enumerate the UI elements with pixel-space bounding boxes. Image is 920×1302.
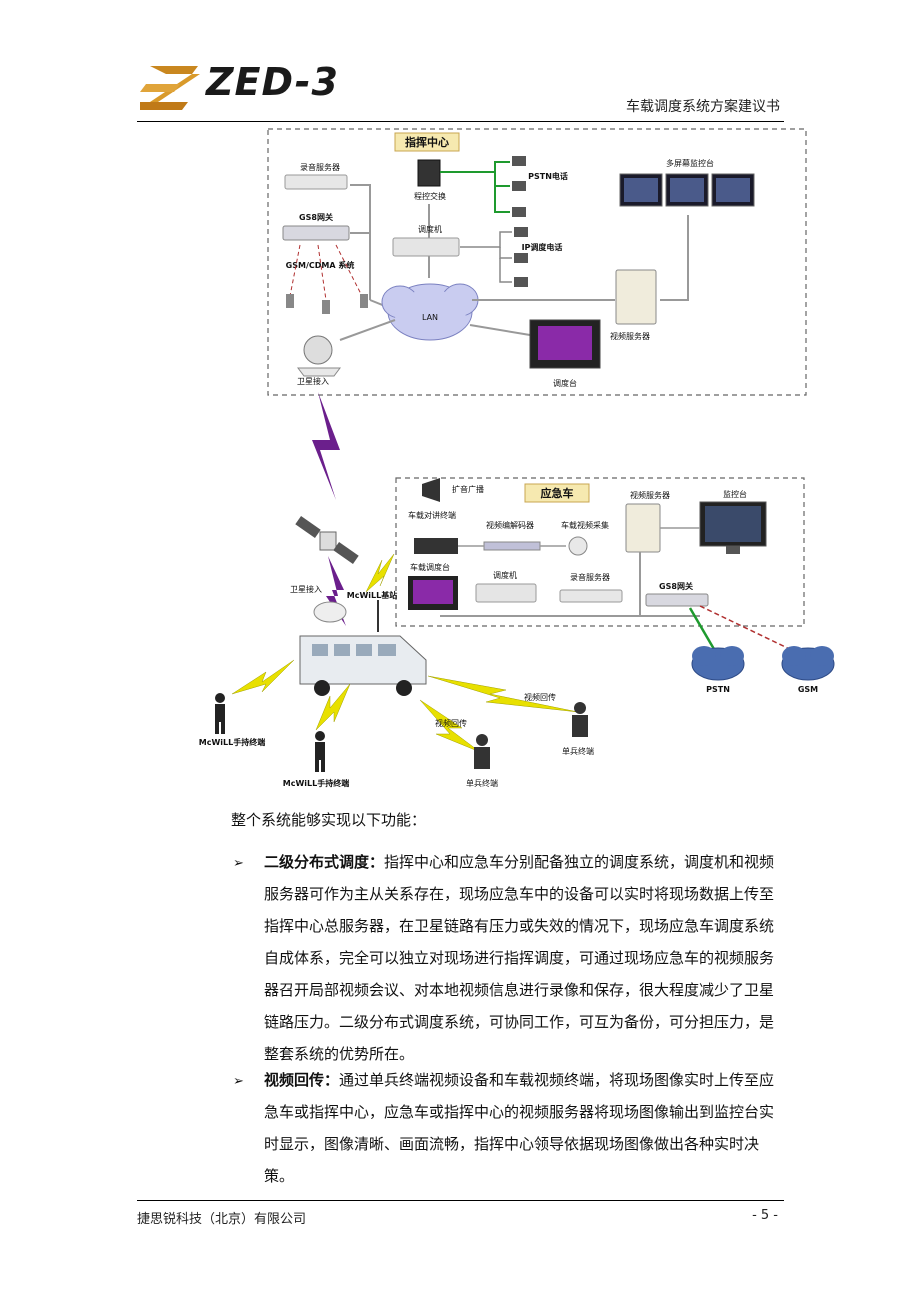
ev-recording-server-label: 录音服务器 xyxy=(570,572,610,582)
bullet-text: 指挥中心和应急车分别配备独立的调度系统，调度机和视频服务器可作为主从关系存在，现… xyxy=(264,853,775,1063)
video-server-icon xyxy=(615,269,657,325)
pstn-cloud-icon xyxy=(691,646,745,681)
emergency-vehicle-title-box xyxy=(524,483,590,503)
company-logo xyxy=(140,66,200,110)
mcwill-handset-label-2: McWiLL手持终端 xyxy=(283,778,349,788)
cc-multi-screen-label: 多屏幕监控台 xyxy=(666,158,714,168)
multi-screen-monitor-icon xyxy=(619,173,755,207)
wireless-bolt-handset-1 xyxy=(231,659,295,695)
mcwill-base-label: McWiLL基站 xyxy=(347,590,397,600)
bullet-item-video-return: 视频回传：通过单兵终端视频设备和车载视频终端，将现场图像实时上传至应急车或指挥中… xyxy=(264,1064,784,1192)
gsm-label: GSM xyxy=(798,685,818,694)
ev-monitor-icon xyxy=(699,501,767,554)
codec-icon xyxy=(483,541,541,551)
loudspeaker-icon xyxy=(422,478,440,502)
document-title: 车载调度系统方案建议书 xyxy=(626,99,780,115)
field-satellite-access-label: 卫星接入 xyxy=(290,584,322,594)
mobile-phone-icon xyxy=(322,300,330,314)
bullet-arrow-icon: ➢ xyxy=(233,856,244,871)
ev-video-server-icon xyxy=(625,503,661,553)
cc-recording-server-label: 录音服务器 xyxy=(300,162,340,172)
intercom-icon xyxy=(414,538,458,554)
footer-company: 捷思锐科技（北京）有限公司 xyxy=(137,1212,307,1227)
lan-label: LAN xyxy=(422,313,438,322)
ip-phone-icon xyxy=(514,253,528,263)
soldier-label-2: 单兵终端 xyxy=(562,746,594,756)
ev-video-capture-label: 车载视频采集 xyxy=(561,520,609,530)
ev-console-icon xyxy=(408,576,458,610)
wireless-bolt-handset-2 xyxy=(315,683,351,731)
lan-cloud-icon xyxy=(381,283,479,341)
dispatch-console-icon xyxy=(529,319,601,369)
bullet-arrow-icon: ➢ xyxy=(233,1074,244,1089)
vehicle-satellite-bolt xyxy=(326,556,346,626)
cc-ip-phone-label: IP调度电话 xyxy=(522,242,563,252)
page-number: - 5 - xyxy=(752,1208,778,1223)
recording-server-icon xyxy=(284,174,348,190)
command-center-boundary xyxy=(267,128,807,396)
handset-user-icon xyxy=(315,731,325,772)
ev-dispatcher-icon xyxy=(475,583,537,603)
emergency-vehicle-icon xyxy=(299,600,427,696)
ev-video-server-label: 视频服务器 xyxy=(630,490,670,500)
video-return-label-1: 视频回传 xyxy=(435,718,467,728)
bullet-item-distributed-dispatch: 二级分布式调度：指挥中心和应急车分别配备独立的调度系统，调度机和视频服务器可作为… xyxy=(264,846,784,1070)
ip-phone-icon xyxy=(514,227,528,237)
header-divider xyxy=(137,121,784,122)
soldier-terminal-icon xyxy=(474,734,490,769)
ev-console-label: 车载调度台 xyxy=(410,562,450,572)
phone-icon xyxy=(512,156,526,166)
bullet-term: 二级分布式调度： xyxy=(264,853,385,871)
cc-pstn-phone-label: PSTN电话 xyxy=(528,171,568,181)
mcwill-base-bolt xyxy=(365,553,395,593)
ev-codec-label: 视频编解码器 xyxy=(486,520,534,530)
satellite-link-bolt xyxy=(312,392,340,500)
cc-video-server-label: 视频服务器 xyxy=(610,331,650,341)
pstn-label: PSTN xyxy=(706,685,730,694)
cc-dispatcher-label: 调度机 xyxy=(418,224,442,234)
intro-paragraph: 整个系统能够实现以下功能： xyxy=(231,811,427,829)
command-center-title-box xyxy=(394,132,460,152)
system-architecture-diagram: 指挥中心 录音服务器 GS8网关 GSM/CDMA 系统 程控交换 PSTN电话… xyxy=(199,128,835,788)
soldier-terminal-icon xyxy=(572,702,588,737)
phone-icon xyxy=(512,181,526,191)
ev-intercom-label: 车载对讲终端 xyxy=(408,510,456,520)
camera-icon xyxy=(568,536,588,556)
command-center-title: 指挥中心 xyxy=(405,135,449,149)
ev-loudspeaker-label: 扩音广播 xyxy=(452,484,484,494)
logo-wordmark: ZED-3 xyxy=(206,60,339,104)
cc-satellite-access-label: 卫星接入 xyxy=(297,376,329,386)
dispatcher-icon xyxy=(392,237,460,257)
satellite-dish-icon xyxy=(297,335,341,377)
emergency-vehicle-boundary xyxy=(395,477,805,627)
ev-recording-server-icon xyxy=(559,589,623,603)
gsm-cloud-icon xyxy=(781,646,835,681)
emergency-vehicle-title: 应急车 xyxy=(541,486,574,500)
pbx-icon xyxy=(417,159,441,187)
gs8-gateway-icon xyxy=(282,225,350,241)
cc-pbx-label: 程控交换 xyxy=(414,191,446,201)
video-return-label-2: 视频回传 xyxy=(524,692,556,702)
handset-user-icon xyxy=(215,693,225,734)
mobile-phone-icon xyxy=(360,294,368,308)
ip-phone-icon xyxy=(514,277,528,287)
cc-gs8-label: GS8网关 xyxy=(299,212,333,222)
ev-gs8-label: GS8网关 xyxy=(659,581,693,591)
soldier-label-1: 单兵终端 xyxy=(466,778,498,788)
satellite-icon xyxy=(295,516,359,564)
cc-gsm-cdma-label: GSM/CDMA 系统 xyxy=(286,260,355,270)
ev-dispatcher-label: 调度机 xyxy=(493,570,517,580)
bullet-text: 通过单兵终端视频设备和车载视频终端，将现场图像实时上传至应急车或指挥中心，应急车… xyxy=(264,1071,775,1185)
mobile-phone-icon xyxy=(286,294,294,308)
cc-console-label: 调度台 xyxy=(553,378,577,388)
phone-icon xyxy=(512,207,526,217)
mcwill-handset-label-1: McWiLL手持终端 xyxy=(199,737,265,747)
ev-gs8-icon xyxy=(645,593,709,607)
bullet-term: 视频回传： xyxy=(264,1071,340,1089)
ev-monitor-label: 监控台 xyxy=(723,489,747,499)
footer-divider xyxy=(137,1200,784,1201)
